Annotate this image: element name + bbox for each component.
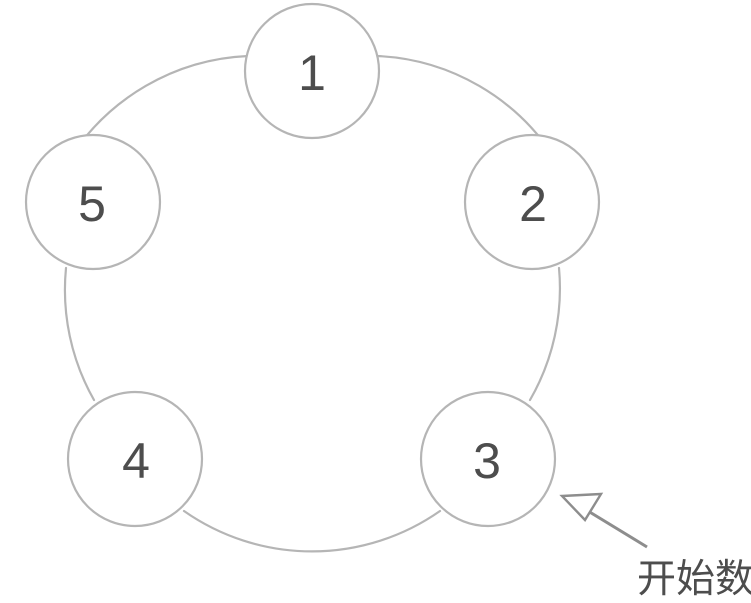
annotation-arrow-shaft: [587, 509, 648, 549]
node-1-label: 1: [298, 45, 326, 101]
node-4-circle[interactable]: [66, 390, 204, 528]
node-1-circle[interactable]: [243, 2, 381, 140]
edge-4-to-5: [63, 266, 96, 402]
start-annotation: 开始数: [559, 492, 751, 602]
node-2-label: 2: [519, 176, 547, 232]
node-2[interactable]: 2: [463, 133, 601, 271]
node-3[interactable]: 3: [419, 390, 557, 528]
node-4[interactable]: 4: [66, 390, 204, 528]
node-5-label: 5: [78, 176, 106, 232]
node-2-circle[interactable]: [463, 133, 601, 271]
node-5-circle[interactable]: [24, 133, 162, 271]
annotation-arrow-head-icon: [559, 492, 604, 522]
node-3-label: 3: [473, 433, 501, 489]
node-4-label: 4: [122, 433, 150, 489]
annotation-label: 开始数: [637, 557, 751, 602]
edge-2-to-3: [528, 266, 562, 402]
node-5[interactable]: 5: [24, 133, 162, 271]
node-group: 1 2 3 4 5: [24, 2, 601, 528]
node-1[interactable]: 1: [243, 2, 381, 140]
edge-3-to-4: [182, 509, 442, 553]
node-3-circle[interactable]: [419, 390, 557, 528]
